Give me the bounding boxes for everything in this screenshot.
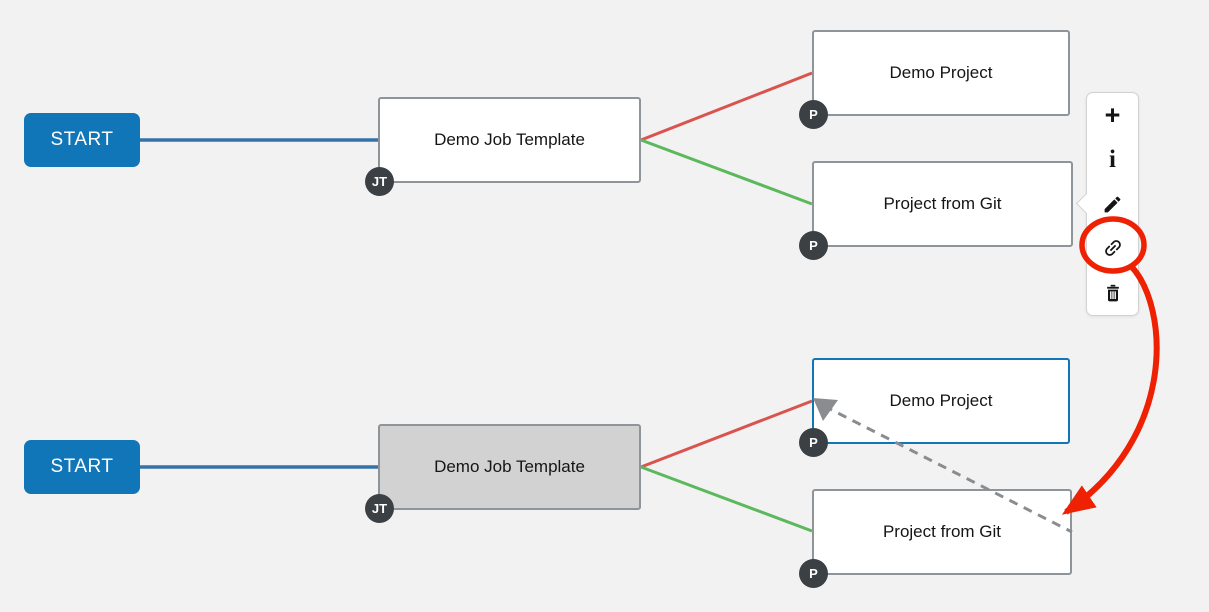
node-label: Project from Git — [882, 522, 1002, 541]
pencil-icon — [1102, 194, 1123, 215]
edge-failure-to-demo-project-bottom — [640, 399, 813, 469]
node-type-badge: P — [799, 100, 828, 129]
edge-success-to-project-from-git-bottom — [640, 465, 813, 533]
node-type-badge: P — [799, 231, 828, 260]
node-action-toolbar: + i — [1075, 92, 1139, 316]
node-details-button[interactable]: i — [1087, 137, 1138, 181]
link-icon — [1102, 237, 1124, 259]
node-project-from-git-top[interactable]: Project from Git P — [799, 161, 1073, 260]
start-button-bottom[interactable]: START — [24, 440, 140, 494]
node-label: Demo Project — [889, 63, 993, 82]
node-type-badge: P — [799, 559, 828, 588]
link-node-button[interactable] — [1087, 226, 1138, 270]
info-icon: i — [1109, 146, 1116, 174]
start-label: START — [50, 456, 114, 477]
node-type-badge: JT — [365, 494, 394, 523]
start-button-top[interactable]: START — [24, 113, 140, 167]
node-type-badge: P — [799, 428, 828, 457]
start-label: START — [50, 129, 114, 150]
node-type-badge: JT — [365, 167, 394, 196]
node-demo-project-bottom-link-source[interactable]: Demo Project P — [799, 358, 1070, 457]
node-demo-project-top[interactable]: Demo Project P — [799, 30, 1070, 129]
node-demo-job-template-bottom-selected[interactable]: Demo Job Template JT — [365, 424, 641, 523]
delete-node-button[interactable] — [1087, 271, 1138, 315]
node-label: Demo Job Template — [434, 130, 585, 149]
edge-success-to-project-from-git-top — [640, 138, 813, 206]
node-label: Demo Project — [889, 391, 993, 410]
add-node-button[interactable]: + — [1087, 93, 1138, 137]
node-label: Demo Job Template — [434, 457, 585, 476]
node-label: Project from Git — [883, 194, 1002, 213]
edge-failure-to-demo-project-top — [640, 71, 813, 142]
trash-icon — [1103, 283, 1123, 303]
node-demo-job-template-top[interactable]: Demo Job Template JT — [365, 97, 641, 196]
node-project-from-git-bottom[interactable]: Project from Git P — [799, 489, 1072, 588]
edit-node-button[interactable] — [1087, 182, 1138, 226]
plus-icon: + — [1104, 99, 1121, 130]
